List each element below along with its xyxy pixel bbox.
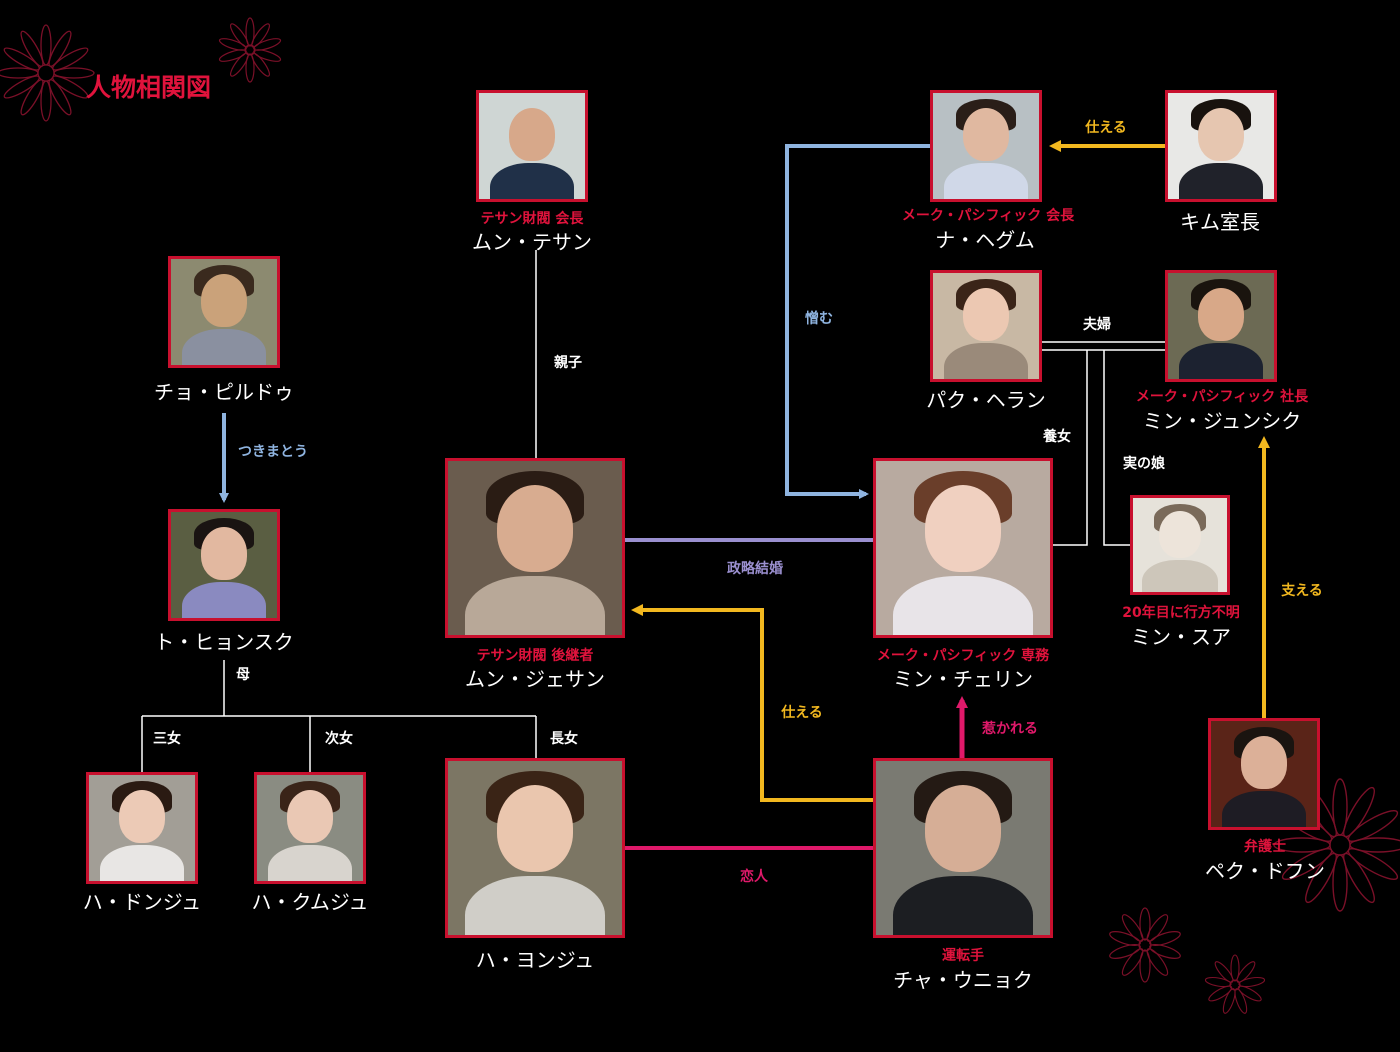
photo-ha-donju	[86, 772, 198, 884]
rel-fuufu: 夫婦	[1083, 317, 1111, 333]
photo-cho-pildu	[168, 256, 280, 368]
photo-ha-kumuju	[254, 772, 366, 884]
name-min-sua: ミン・スア	[1131, 625, 1231, 649]
rel-sasaeru: 支える	[1281, 583, 1323, 599]
name-min-junshiku: ミン・ジュンシク	[1142, 409, 1302, 433]
rel-youjo: 養女	[1043, 429, 1071, 445]
rel-hikareru: 惹かれる	[982, 721, 1038, 737]
name-mun-taesan: ムン・テサン	[472, 230, 592, 254]
photo-min-sua	[1130, 495, 1230, 595]
photo-na-hegumu	[930, 90, 1042, 202]
role-cha-unyoku: 運転手	[942, 948, 984, 964]
name-ha-donju: ハ・ドンジュ	[82, 890, 202, 914]
flower-decoration-bottom-center	[1109, 907, 1181, 983]
photo-to-hyonsuku	[168, 509, 280, 621]
rel-tsukaeru-cha: 仕える	[781, 705, 823, 721]
rel-jijo: 次女	[325, 731, 353, 747]
rel-tsukaeru-kim: 仕える	[1085, 120, 1127, 136]
line-family-tree	[141, 660, 537, 772]
name-peku-dofun: ペク・ドフン	[1205, 859, 1325, 883]
name-ha-kumuju: ハ・クムジュ	[251, 890, 369, 914]
role-mun-taesan: テサン財閥 会長	[480, 211, 584, 227]
rel-jitsunomusume: 実の娘	[1123, 456, 1165, 472]
flower-decoration-top-left	[0, 24, 95, 122]
role-mun-jesan: テサン財閥 後継者	[476, 648, 594, 664]
name-mun-jesan: ムン・ジェサン	[465, 667, 605, 691]
name-cha-unyoku: チャ・ウニョク	[893, 968, 1033, 992]
photo-ha-yonju	[445, 758, 625, 938]
chart-title: 人物相関図	[86, 73, 212, 102]
photo-cha-unyoku	[873, 758, 1053, 938]
rel-nikumu: 憎む	[805, 311, 833, 327]
name-cho-pildu: チョ・ピルドゥ	[154, 380, 294, 404]
role-min-cherin: メーク・パシフィック 専務	[876, 648, 1050, 664]
photo-min-junshiku	[1165, 270, 1277, 382]
rel-koibito: 恋人	[740, 869, 768, 885]
rel-oyako: 親子	[554, 355, 582, 371]
photo-peku-dofun	[1208, 718, 1320, 830]
name-paku-heran: パク・ヘラン	[926, 388, 1046, 412]
role-min-sua: 20年目に行方不明	[1122, 605, 1240, 621]
name-to-hyonsuku: ト・ヒョンスク	[154, 630, 294, 654]
name-ha-yonju: ハ・ヨンジュ	[475, 948, 595, 972]
photo-mun-taesan	[476, 90, 588, 202]
line-fuufu	[1042, 341, 1165, 546]
flower-decoration-top-left-small	[218, 17, 282, 83]
rel-chojo: 長女	[550, 731, 578, 747]
role-peku-dofun: 弁護士	[1244, 839, 1286, 855]
photo-min-cherin	[873, 458, 1053, 638]
photo-kim-shitsucho	[1165, 90, 1277, 202]
name-kim-shitsucho: キム室長	[1180, 210, 1260, 234]
photo-paku-heran	[930, 270, 1042, 382]
name-na-hegumu: ナ・ヘグム	[935, 228, 1035, 252]
role-min-junshiku: メーク・パシフィック 社長	[1135, 389, 1309, 405]
name-min-cherin: ミン・チェリン	[893, 667, 1033, 691]
flower-decoration-bottom-right-small	[1204, 954, 1266, 1014]
line-tsukaeru-cha	[631, 604, 873, 802]
photo-mun-jesan	[445, 458, 625, 638]
line-nikumu	[785, 144, 930, 499]
role-na-hegumu: メーク・パシフィック 会長	[901, 208, 1075, 224]
rel-seiryaku: 政略結婚	[727, 561, 783, 577]
rel-haha: 母	[236, 667, 250, 683]
rel-tsukimatou: つきまとう	[238, 444, 308, 460]
rel-sanjo: 三女	[153, 731, 181, 747]
